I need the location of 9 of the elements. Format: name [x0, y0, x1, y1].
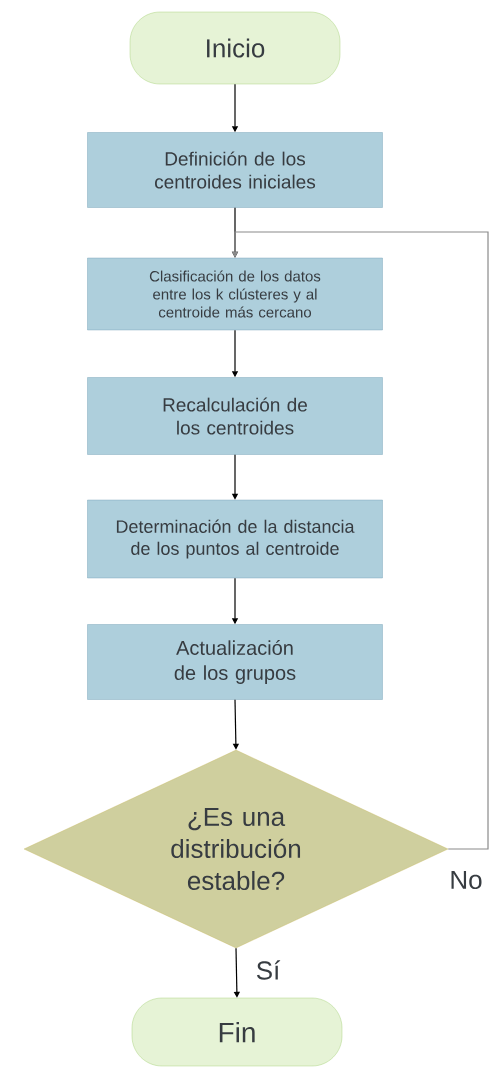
- edge-label: No: [448, 869, 484, 891]
- process-box: Actualización de los grupos: [87, 624, 383, 700]
- process-box: Clasificación de los datos entre los k clústeres y al centroide más cercano: [87, 257, 383, 331]
- terminal-box: Inicio: [129, 11, 341, 85]
- terminal-box: Fin: [131, 997, 343, 1067]
- edge-label: Sí: [254, 959, 282, 981]
- process-box: Recalculación de los centroides: [87, 377, 383, 455]
- process-box: Determinación de la distancia de los puntos al centroide: [87, 499, 383, 579]
- process-box: Definición de los centroides iniciales: [87, 132, 383, 208]
